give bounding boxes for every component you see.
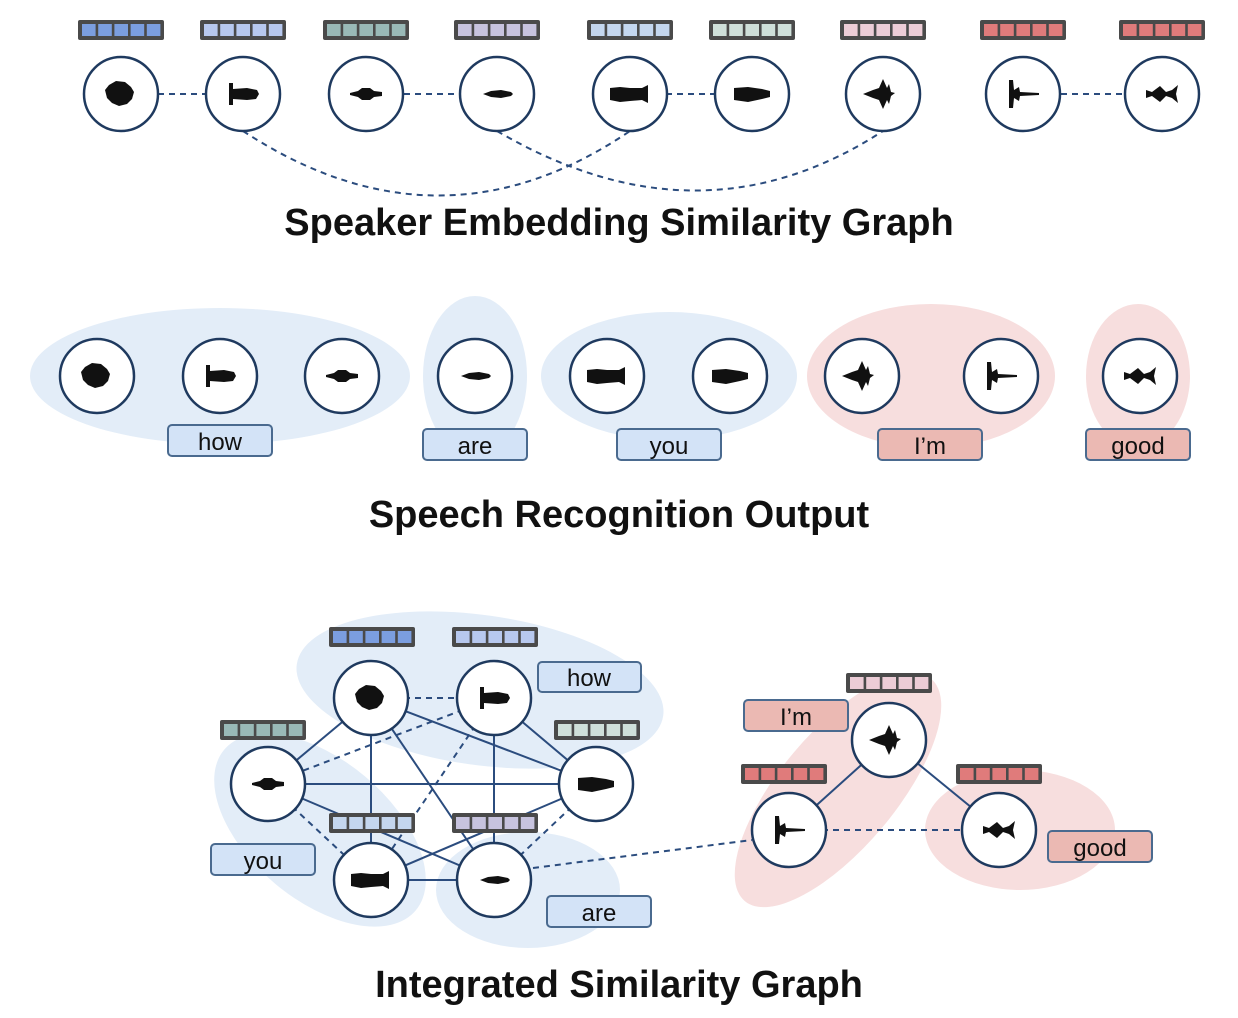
integrated-embedding-bar-4	[554, 720, 640, 740]
asr-nodes	[58, 337, 1179, 415]
embedding-bars	[78, 20, 1205, 40]
word-label-im: I’m	[877, 428, 983, 461]
speaker-node-5	[591, 55, 669, 133]
asr-node-4	[436, 337, 514, 415]
word-how: how	[198, 429, 243, 456]
word-im: I’m	[914, 433, 946, 460]
word-good: good	[1111, 433, 1164, 460]
word-label-im-int: I’m	[743, 699, 849, 732]
embedding-bar-4	[454, 20, 540, 40]
speaker-node-3	[327, 55, 405, 133]
integrated-nodes	[229, 659, 1038, 919]
speaker-node-2	[204, 55, 282, 133]
integrated-embedding-bar-6	[452, 813, 538, 833]
word-label-you: you	[616, 428, 722, 461]
speaker-node-7	[844, 55, 922, 133]
embedding-bar-1	[78, 20, 164, 40]
integrated-node-1	[332, 659, 410, 737]
integrated-embedding-bar-2	[452, 627, 538, 647]
speaker-graph-title: Speaker Embedding Similarity Graph	[284, 202, 954, 244]
embedding-bar-2	[200, 20, 286, 40]
integrated-embedding-bar-8	[741, 764, 827, 784]
speaker-node-8	[984, 55, 1062, 133]
embedding-bar-5	[587, 20, 673, 40]
integrated-node-5	[332, 841, 410, 919]
integrated-node-6	[455, 841, 533, 919]
word-you-int: you	[244, 848, 283, 875]
speaker-graph-edges	[158, 93, 1124, 197]
asr-word-labels: how are you I’m good	[167, 424, 1191, 461]
integrated-node-9	[960, 791, 1038, 869]
speaker-graph	[78, 20, 1205, 197]
word-are-int: are	[582, 900, 617, 927]
asr-node-7	[823, 337, 901, 415]
speaker-nodes	[82, 55, 1201, 133]
asr-output: how are you I’m good	[30, 296, 1191, 461]
embedding-bar-3	[323, 20, 409, 40]
integrated-graph-title: Integrated Similarity Graph	[375, 964, 863, 1006]
integrated-embedding-bar-1	[329, 627, 415, 647]
region-im-int	[734, 672, 942, 908]
asr-output-title: Speech Recognition Output	[368, 494, 870, 536]
asr-node-8	[962, 337, 1040, 415]
word-label-how-int: how	[537, 661, 642, 693]
integrated-embedding-bar-3	[220, 720, 306, 740]
embedding-bar-6	[709, 20, 795, 40]
integrated-embedding-bar-9	[956, 764, 1042, 784]
integrated-node-7	[850, 701, 928, 779]
speaker-node-1	[82, 55, 160, 133]
asr-node-3	[303, 337, 381, 415]
word-im-int: I’m	[780, 704, 812, 731]
integrated-node-8	[750, 791, 828, 869]
embedding-bar-9	[1119, 20, 1205, 40]
word-label-are: are	[422, 428, 528, 461]
word-label-are-int: are	[546, 895, 652, 928]
integrated-node-4	[557, 745, 635, 823]
word-are: are	[458, 433, 493, 460]
word-label-you-int: you	[210, 843, 316, 876]
speaker-node-9	[1123, 55, 1201, 133]
asr-node-5	[568, 337, 646, 415]
asr-node-9	[1101, 337, 1179, 415]
integrated-graph: how you are I’m good	[210, 611, 1153, 948]
asr-node-6	[691, 337, 769, 415]
integrated-embedding-bar-7	[846, 673, 932, 693]
word-good-int: good	[1073, 835, 1126, 862]
integrated-embedding-bar-5	[329, 813, 415, 833]
speaker-node-6	[713, 55, 791, 133]
word-label-how: how	[167, 424, 273, 457]
integrated-node-2	[455, 659, 533, 737]
asr-node-2	[181, 337, 259, 415]
asr-node-1	[58, 337, 136, 415]
embedding-bar-8	[980, 20, 1066, 40]
integrated-embedding-bars	[220, 627, 1042, 833]
word-label-good-int: good	[1047, 830, 1153, 863]
word-how-int: how	[567, 665, 612, 692]
embedding-bar-7	[840, 20, 926, 40]
speaker-node-4	[458, 55, 536, 133]
word-label-good: good	[1085, 428, 1191, 461]
integrated-word-labels: how you are I’m good	[210, 661, 1153, 928]
word-you: you	[650, 433, 689, 460]
integrated-node-3	[229, 745, 307, 823]
